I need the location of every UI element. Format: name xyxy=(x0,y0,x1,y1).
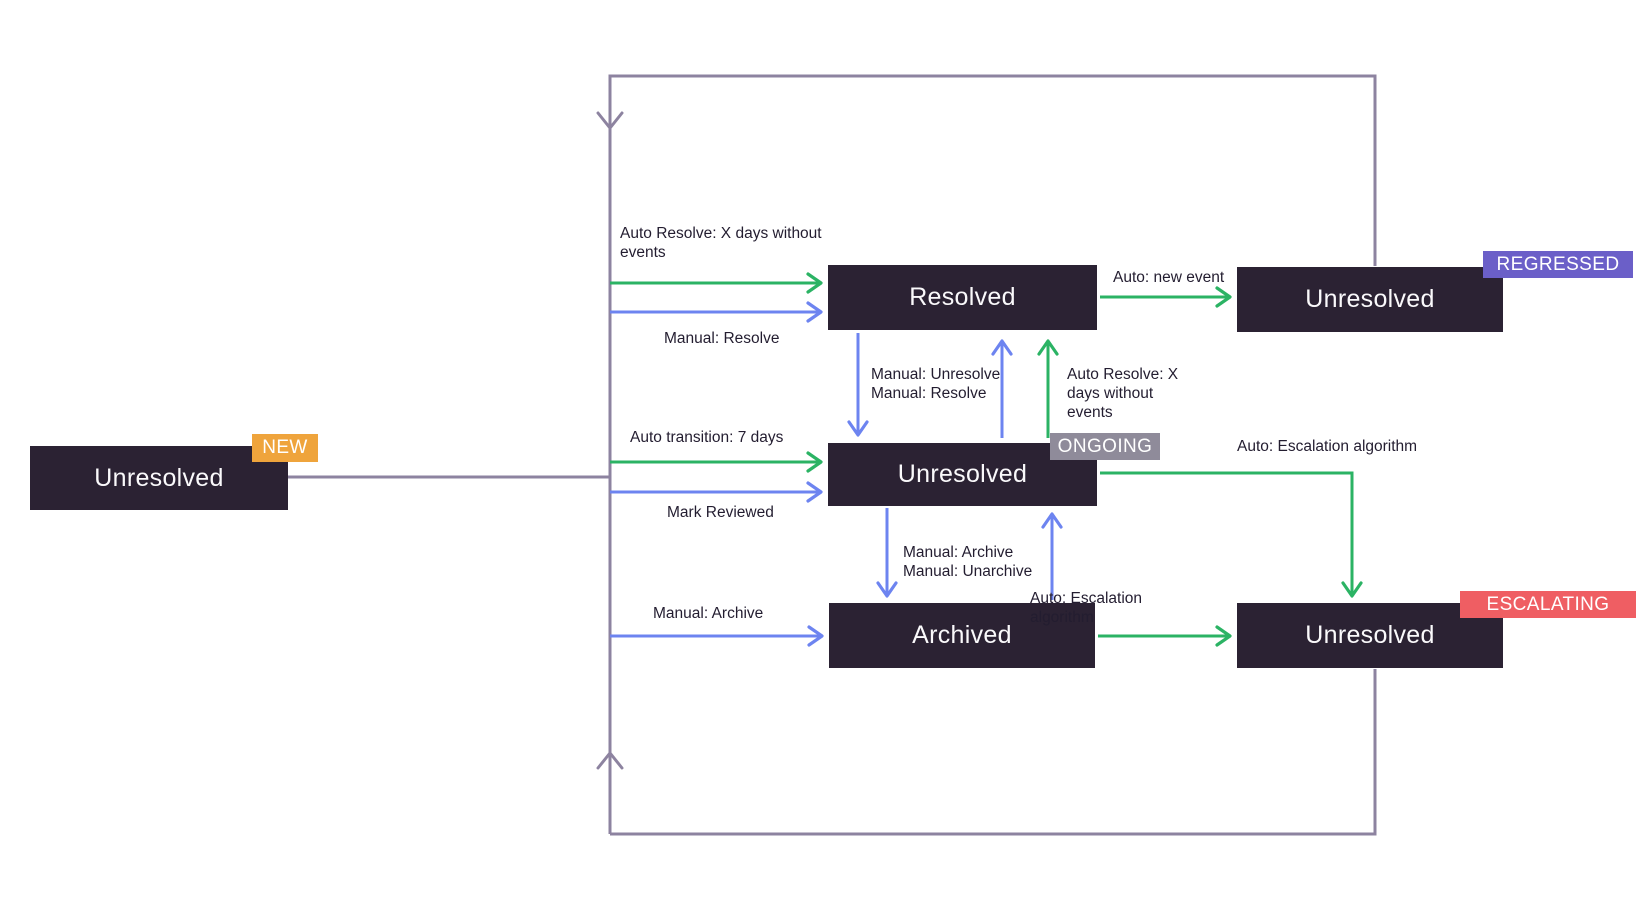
state-label: Unresolved xyxy=(94,463,224,492)
transition-label-auto-resolve-from-ongoing: Auto Resolve: X days without events xyxy=(1067,366,1179,421)
state-label: Resolved xyxy=(909,283,1016,311)
state-label: Unresolved xyxy=(897,460,1028,488)
transition-label-mark-reviewed: Mark Reviewed xyxy=(667,504,774,521)
state-box-new-unresolved: Unresolved xyxy=(30,446,288,510)
badge-ongoing: ONGOING xyxy=(1050,433,1160,460)
badge-regressed: REGRESSED xyxy=(1483,251,1633,278)
transition-label-manual-archive-unarchive: Manual: Archive Manual: Unarchive xyxy=(903,544,1033,580)
loop-up-chevron-icon xyxy=(596,751,624,770)
transition-label-auto-resolve-to-resolved: Auto Resolve: X days without events xyxy=(620,225,822,261)
state-label: Unresolved xyxy=(1305,621,1435,649)
arrow-auto-escalation-from-ongoing xyxy=(1100,471,1363,598)
badge-escalating: ESCALATING xyxy=(1460,591,1636,618)
loop-bottom-right-path xyxy=(610,669,1377,836)
state-label: Unresolved xyxy=(1305,285,1435,313)
loop-top-left-path xyxy=(608,74,1377,834)
state-box-escalating-unresolved: Unresolved xyxy=(1237,603,1503,668)
transition-label-manual-unresolve-resolve: Manual: Unresolve Manual: Resolve xyxy=(871,366,1001,402)
state-label: Archived xyxy=(912,621,1012,649)
transition-label-manual-resolve-to-resolved: Manual: Resolve xyxy=(664,330,780,347)
transition-label-auto-new-event: Auto: new event xyxy=(1113,269,1225,286)
state-box-resolved: Resolved xyxy=(828,265,1097,330)
transition-label-manual-archive-to-archived: Manual: Archive xyxy=(653,605,764,622)
transition-label-auto-escalation-from-archived: Auto: Escalation algorithm xyxy=(1030,590,1143,626)
badge-new: NEW xyxy=(252,434,318,462)
transition-label-auto-transition-7-days: Auto transition: 7 days xyxy=(630,429,784,446)
state-box-regressed-unresolved: Unresolved xyxy=(1237,267,1503,332)
state-box-archived: Archived xyxy=(829,603,1095,668)
loop-down-chevron-icon xyxy=(596,111,624,130)
transition-label-auto-escalation-from-ongoing: Auto: Escalation algorithm xyxy=(1237,438,1418,455)
